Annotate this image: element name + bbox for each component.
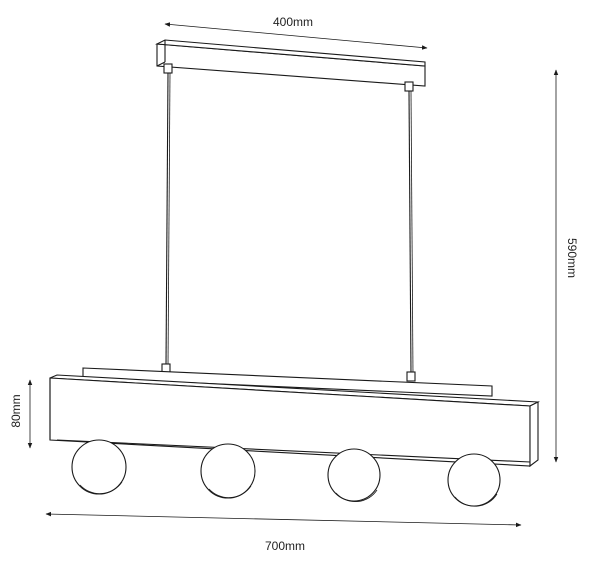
mounting-plate xyxy=(82,367,493,397)
lamp-body-end-face xyxy=(529,401,539,468)
body-width-dimension: 700mm xyxy=(45,511,522,553)
cable-clamp-right-bottom xyxy=(406,371,416,382)
bulb-shading xyxy=(454,493,498,507)
globe-bulbs xyxy=(71,439,501,507)
bulb xyxy=(200,443,256,499)
suspension-cable-right xyxy=(408,90,412,375)
body-height-label: 80mm xyxy=(9,394,23,427)
body-height-dimension: 80mm xyxy=(9,379,33,449)
canopy-width-dimension-line xyxy=(164,22,428,50)
canopy-edge xyxy=(156,61,166,67)
bulb-shading xyxy=(335,489,378,502)
bulb xyxy=(327,448,381,502)
canopy-top-face xyxy=(154,39,426,67)
suspension-cables xyxy=(161,63,416,382)
lamp-body-bottom-edge xyxy=(56,439,531,463)
cable-clamp-left-top xyxy=(163,63,173,74)
ceiling-canopy xyxy=(154,39,426,87)
body-width-label: 700mm xyxy=(265,539,305,553)
canopy-width-dimension: 400mm xyxy=(164,15,428,50)
bulb xyxy=(71,439,127,495)
cable-clamp-right-top xyxy=(404,81,414,92)
bulb-shading xyxy=(208,485,252,498)
total-height-dimension: 590mm xyxy=(553,69,579,463)
lamp-body xyxy=(49,367,541,468)
body-width-dimension-line xyxy=(45,511,522,528)
suspension-cable-left-outline xyxy=(167,72,171,367)
total-height-label: 590mm xyxy=(565,238,579,278)
suspension-cable-left xyxy=(165,72,169,367)
bulb xyxy=(447,453,501,507)
bulb-shading xyxy=(79,481,123,494)
suspension-cable-right-outline xyxy=(410,90,414,375)
canopy-width-label: 400mm xyxy=(273,15,313,29)
